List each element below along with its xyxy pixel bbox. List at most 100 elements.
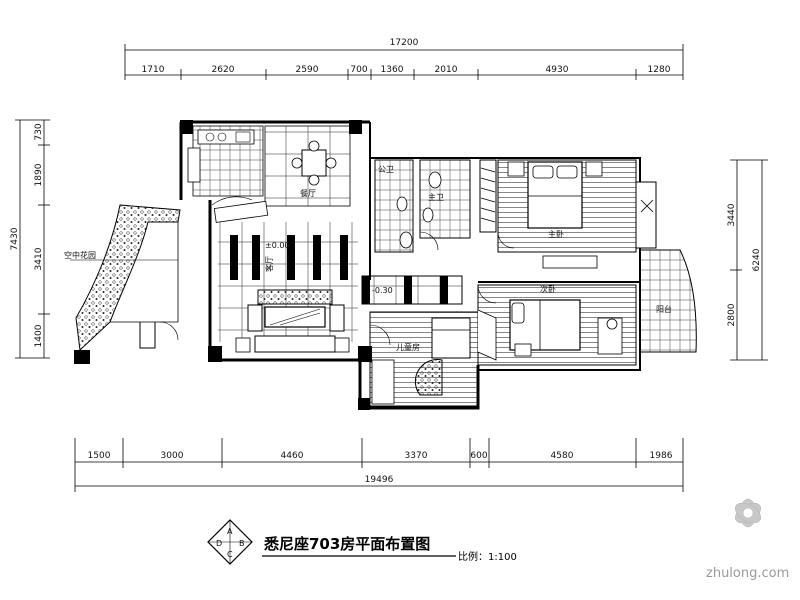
- compass-d: D: [216, 539, 222, 548]
- wall-column-3: [208, 346, 222, 362]
- balcony-label: 阳台: [656, 304, 672, 314]
- master-pillow-1: [532, 165, 554, 179]
- side-table-right: [334, 337, 350, 353]
- corridor-level-label: -0.30: [372, 286, 393, 295]
- second-pillow: [511, 302, 525, 324]
- compass-c: C: [227, 550, 233, 559]
- sofa-arm-right: [329, 304, 345, 332]
- top-segment-8: 1280: [648, 65, 671, 75]
- master-toilet-wc: [428, 171, 442, 189]
- right-segment-2: 2800: [727, 303, 737, 326]
- dining-label: 餐厅: [300, 189, 316, 198]
- wardrobe-hangers: [480, 167, 496, 223]
- bay-plant-icon: [640, 199, 654, 213]
- garden-door-swing: [159, 321, 179, 341]
- living-column-3: [287, 235, 295, 280]
- top-segment-6: 2010: [435, 65, 458, 75]
- wall-column-5: [358, 398, 370, 410]
- kitchen-sink: [235, 131, 251, 143]
- bottom-segment-3: 4460: [281, 451, 304, 461]
- master-bay-window: [635, 181, 657, 249]
- left-segment-labels: 730 1890 3410 1400: [34, 123, 44, 347]
- master-tv-stand: [542, 255, 598, 269]
- kids-door-swing: [369, 324, 391, 346]
- dining-chair-1: [308, 140, 320, 152]
- bottom-segment-7: 1986: [650, 451, 673, 461]
- master-toilet-floor: [419, 159, 471, 239]
- tv-cabinet: [254, 335, 336, 353]
- public-toilet-wc: [396, 196, 408, 212]
- compass-b: B: [239, 539, 245, 548]
- kids-window-hangers: [477, 309, 497, 361]
- bottom-segment-2: 3000: [161, 451, 184, 461]
- living-level-label: ±0.00: [265, 241, 290, 250]
- left-segment-2: 1890: [34, 163, 44, 186]
- second-bedroom-label: 次卧: [540, 284, 556, 294]
- compass-symbol: A D B C: [207, 519, 253, 565]
- master-bedroom-label: 主卧: [548, 229, 564, 239]
- master-wardrobe: [479, 159, 497, 233]
- master-toilet-label: 主卫: [428, 192, 444, 202]
- top-segment-labels: 1710 2620 2590 700 1360 2010 4930 1280: [142, 65, 671, 75]
- living-column-2: [252, 235, 260, 280]
- drawing-scale: 比例：1:100: [458, 550, 517, 563]
- wall-column-1: [180, 120, 193, 134]
- second-chair: [606, 318, 618, 330]
- right-segment-1: 3440: [727, 203, 737, 226]
- bottom-segment-5: 600: [470, 451, 487, 461]
- roof-garden-label: 空中花园: [64, 250, 96, 260]
- top-dimension-lines: [124, 44, 684, 80]
- master-toilet-door-swing: [419, 231, 439, 251]
- right-dimension-lines: [730, 159, 768, 361]
- right-total-dimension: 6240: [752, 248, 762, 271]
- drawing-title: 悉尼座703房平面布置图: [263, 535, 430, 553]
- left-dimension-lines: [15, 119, 50, 359]
- roof-garden-edge: [110, 222, 179, 323]
- bottom-segment-6: 4580: [551, 451, 574, 461]
- top-segment-4: 700: [350, 65, 367, 75]
- sofa-arm-left: [247, 304, 263, 332]
- second-nightstand: [514, 343, 532, 357]
- top-segment-2: 2620: [212, 65, 235, 75]
- second-bedroom-door-swing: [477, 284, 497, 304]
- floor-plan: 空中花园 餐厅: [64, 120, 697, 410]
- wall-column-4: [358, 346, 372, 362]
- living-column-4: [313, 235, 321, 280]
- kids-play-area: [414, 359, 443, 396]
- top-segment-3: 2590: [296, 65, 319, 75]
- balcony-floor: [639, 249, 697, 353]
- bottom-dimension-lines: [74, 438, 684, 492]
- kids-wardrobe: [371, 359, 395, 405]
- watermark-text: zhulong.com: [706, 566, 789, 581]
- living-column-1: [230, 235, 238, 280]
- stove-burner-2: [217, 132, 227, 142]
- top-segment-7: 4930: [546, 65, 569, 75]
- top-total-dimension: 17200: [390, 38, 419, 48]
- master-pillow-2: [556, 165, 578, 179]
- zhulong-logo: [734, 498, 762, 528]
- bottom-total-dimension: 19496: [365, 475, 394, 485]
- dining-table: [301, 149, 327, 177]
- dining-chair-3: [291, 157, 303, 169]
- entry-door-swing: [211, 196, 253, 206]
- garden-door-frame: [139, 322, 156, 349]
- left-segment-4: 1400: [34, 324, 44, 347]
- roof-garden-planter: [75, 204, 181, 352]
- top-segment-1: 1710: [142, 65, 165, 75]
- stove-burner-1: [205, 132, 215, 142]
- public-toilet-label: 公卫: [378, 165, 394, 174]
- bottom-segment-4: 3370: [405, 451, 428, 461]
- kids-room-label: 儿童房: [396, 342, 420, 352]
- master-door-swing: [497, 231, 515, 249]
- garden-column: [74, 350, 90, 364]
- dining-chair-4: [325, 157, 337, 169]
- public-toilet-basin: [399, 231, 413, 249]
- entry-cabinet: [213, 200, 269, 223]
- left-total-dimension: 7430: [10, 227, 20, 250]
- sofa-back: [257, 289, 333, 305]
- master-toilet-basin: [422, 207, 434, 223]
- compass-a: A: [227, 527, 233, 536]
- top-segment-5: 1360: [381, 65, 404, 75]
- wall-column-2: [349, 120, 362, 134]
